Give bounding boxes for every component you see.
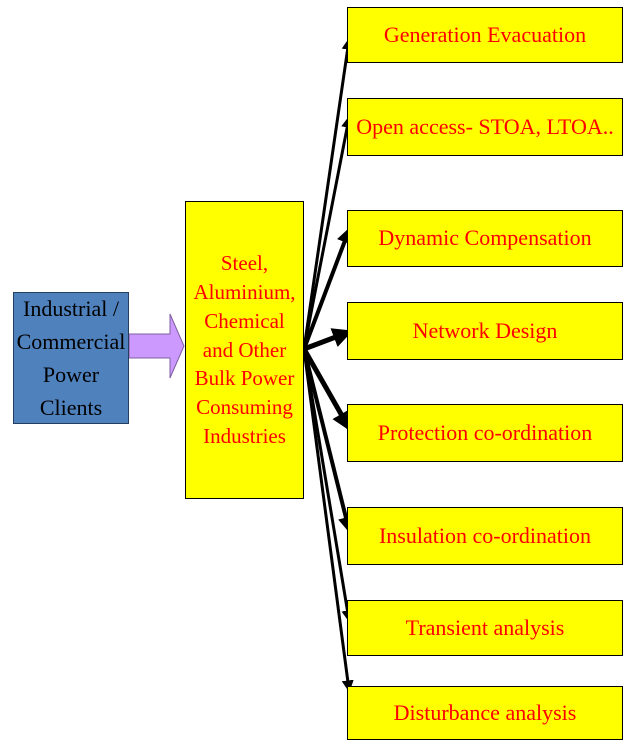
block-arrow [128, 313, 185, 379]
service-box-disturbance-analysis: Disturbance analysis [347, 686, 623, 740]
industries-box: Steel, Aluminium, Chemical and Other Bul… [185, 201, 304, 499]
service-box-transient-analysis: Transient analysis [347, 600, 623, 656]
connector-arrow-insulation-coordination [302, 348, 354, 534]
service-label: Transient analysis [405, 614, 565, 640]
service-label: Protection co-ordination [377, 419, 593, 445]
service-label: Disturbance analysis [393, 699, 577, 725]
service-box-generation-evacuation: Generation Evacuation [347, 7, 623, 63]
source-box: Industrial / Commercial Power Clients [13, 292, 129, 424]
connector-arrow-transient-analysis [302, 348, 354, 623]
service-box-insulation-coordination: Insulation co-ordination [347, 507, 623, 565]
connector-arrow-protection-coordination [301, 347, 352, 432]
service-box-network-design: Network Design [347, 302, 623, 360]
service-label: Open access- STOA, LTOA.. [356, 113, 614, 139]
connector-arrow-open-access [302, 115, 354, 350]
service-box-protection-coordination: Protection co-ordination [347, 404, 623, 462]
service-label: Network Design [412, 317, 558, 343]
connector-arrow-disturbance-analysis [302, 348, 354, 693]
service-box-dynamic-compensation: Dynamic Compensation [347, 210, 623, 267]
service-label: Generation Evacuation [383, 21, 587, 47]
source-label: Industrial / Commercial Power Clients [16, 296, 126, 420]
service-label: Insulation co-ordination [378, 522, 591, 548]
connector-arrow-dynamic-compensation [302, 227, 352, 350]
connector-arrow-generation-evacuation [302, 37, 354, 350]
service-box-open-access: Open access- STOA, LTOA.. [347, 98, 623, 156]
service-label: Dynamic Compensation [378, 225, 592, 251]
industries-label: Steel, Aluminium, Chemical and Other Bul… [193, 251, 296, 448]
connector-arrow-network-design [303, 328, 353, 352]
